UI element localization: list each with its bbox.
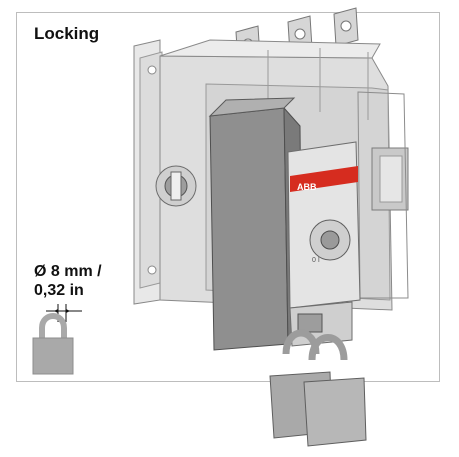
abb-logo: ABB xyxy=(297,182,317,192)
section-title: Locking xyxy=(34,24,100,43)
operating-handle xyxy=(208,97,303,351)
side-rotary-shaft xyxy=(155,165,197,207)
rotary-position-marks: 0 I xyxy=(312,257,320,264)
shackle-diameter-mm: Ø 8 mm / xyxy=(34,263,102,280)
left-mounting-plate xyxy=(133,39,165,305)
illustration-frame xyxy=(16,12,440,382)
front-plate: ABB 0 I xyxy=(287,141,361,309)
padlock-icon xyxy=(32,313,74,375)
padlocks xyxy=(269,329,367,447)
shackle-diameter-in: 0,32 in xyxy=(34,282,84,299)
